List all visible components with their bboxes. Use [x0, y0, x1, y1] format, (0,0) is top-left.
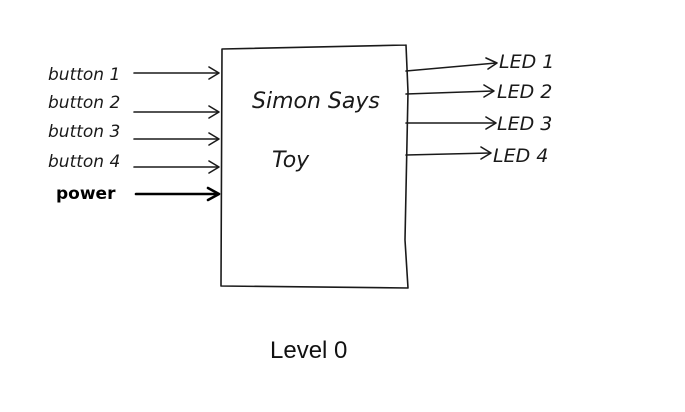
input-arrow-power [134, 186, 221, 202]
input-arrows [133, 66, 221, 202]
input-labels: button 1 button 2 button 3 button 4 powe… [48, 65, 120, 204]
simon-says-block: Simon Says Toy [220, 44, 409, 289]
block-label-line2: Toy [272, 148, 310, 173]
input-label-button-2: button 2 [48, 93, 120, 113]
input-label-button-1: button 1 [48, 65, 120, 85]
input-label-power: power [56, 184, 116, 204]
input-label-button-4: button 4 [48, 152, 120, 172]
block-label-line1: Simon Says [252, 89, 380, 114]
output-label-led-1: LED 1 [499, 51, 554, 73]
block-outline [220, 44, 409, 289]
output-label-led-2: LED 2 [497, 81, 552, 103]
diagram-caption: Level 0 [270, 337, 347, 364]
output-arrow-led-3 [405, 116, 497, 130]
output-label-led-3: LED 3 [497, 113, 552, 135]
output-arrow-led-4 [405, 146, 492, 160]
output-arrows [405, 57, 498, 160]
output-arrow-led-1 [405, 57, 498, 72]
input-arrow-button-1 [133, 66, 220, 80]
input-arrow-button-4 [133, 160, 220, 174]
output-labels: LED 1 LED 2 LED 3 LED 4 [493, 51, 554, 167]
output-arrow-led-2 [405, 84, 495, 98]
output-label-led-4: LED 4 [493, 145, 548, 167]
input-arrow-button-2 [133, 105, 220, 119]
input-label-button-3: button 3 [48, 122, 120, 142]
input-arrow-button-3 [133, 132, 220, 146]
